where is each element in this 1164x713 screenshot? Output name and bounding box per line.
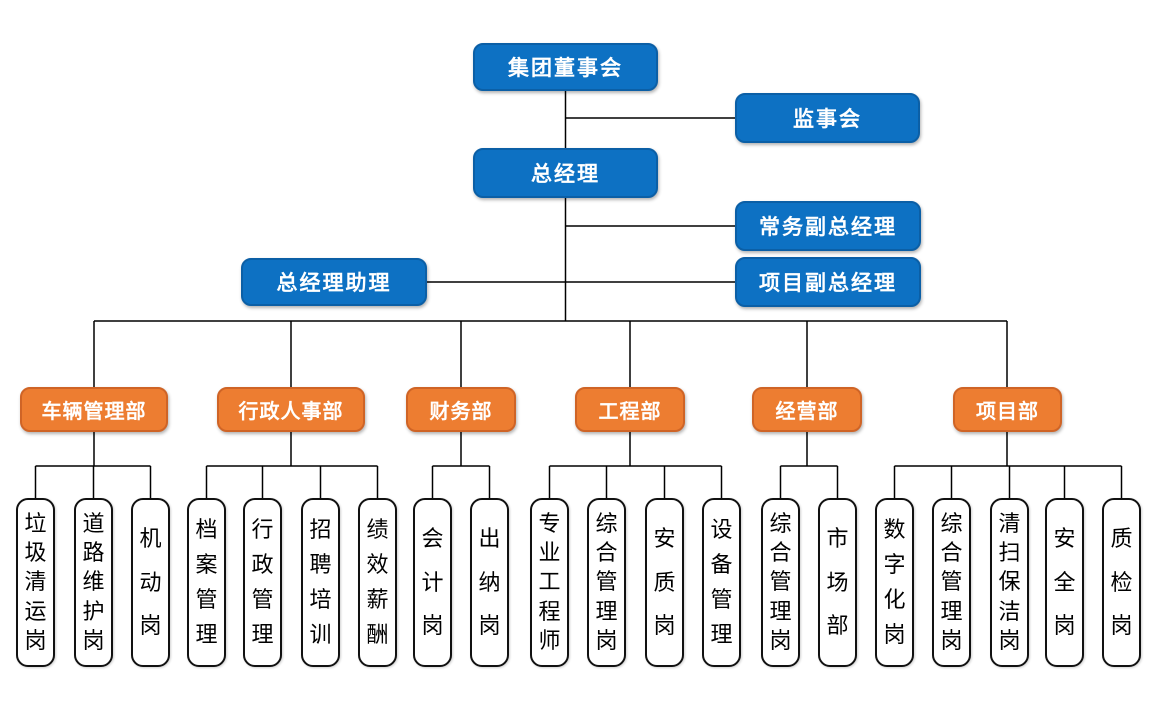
node-dept-engineering-label: 工程部 [598, 401, 662, 423]
node-position-road-maintenance: 道路维护岗 [74, 498, 113, 667]
node-position-road-maintenance-label: 道路维护岗 [82, 511, 105, 653]
node-position-equipment-management-label: 设备管理 [710, 517, 733, 647]
node-dept-vehicle-management-label: 车辆管理部 [41, 401, 147, 423]
node-position-safety-quality: 安质岗 [645, 498, 684, 667]
node-position-archives-label: 档案管理 [195, 517, 218, 647]
node-position-admin-label: 行政管理 [251, 517, 274, 647]
node-position-safety-label: 安全岗 [1053, 525, 1076, 639]
node-position-eng-general-management-label: 综合管理岗 [595, 511, 618, 653]
node-position-cashier-label: 出纳岗 [478, 525, 501, 639]
node-position-accounting-label: 会计岗 [421, 525, 444, 639]
node-position-recruit-training: 招聘培训 [301, 498, 340, 667]
node-position-ops-general-management: 综合管理岗 [761, 498, 800, 667]
node-position-equipment-management: 设备管理 [702, 498, 741, 667]
node-supervisory: 监事会 [735, 93, 920, 143]
node-position-recruit-training-label: 招聘培训 [309, 517, 332, 647]
node-dept-engineering: 工程部 [575, 387, 685, 432]
node-position-proj-general-management: 综合管理岗 [932, 498, 971, 667]
node-position-cleaning: 清扫保洁岗 [990, 498, 1029, 667]
node-dept-project-label: 项目部 [976, 401, 1039, 423]
node-dept-operations-label: 经营部 [775, 401, 839, 423]
node-position-garbage-collection-label: 垃圾清运岗 [24, 511, 47, 653]
node-dept-vehicle-management: 车辆管理部 [20, 387, 168, 432]
node-dept-operations: 经营部 [752, 387, 862, 432]
node-position-proj-general-management-label: 综合管理岗 [940, 511, 963, 653]
node-dept-project: 项目部 [953, 387, 1062, 432]
node-position-professional-engineer: 专业工程师 [530, 498, 569, 667]
node-position-archives: 档案管理 [187, 498, 226, 667]
node-position-quality-inspection: 质检岗 [1102, 498, 1141, 667]
node-dept-finance: 财务部 [406, 387, 516, 432]
node-position-safety-quality-label: 安质岗 [653, 525, 676, 639]
node-position-professional-engineer-label: 专业工程师 [538, 511, 561, 653]
node-position-digitalization: 数字化岗 [875, 498, 914, 667]
node-board-label: 集团董事会 [508, 57, 623, 80]
node-exec-deputy-gm-label: 常务副总经理 [759, 216, 897, 239]
node-position-eng-general-management: 综合管理岗 [587, 498, 626, 667]
node-gm-assistant-label: 总经理助理 [276, 272, 392, 295]
node-position-cashier: 出纳岗 [470, 498, 509, 667]
node-board: 集团董事会 [473, 43, 658, 91]
node-general-manager: 总经理 [473, 148, 658, 198]
node-dept-admin-hr-label: 行政人事部 [238, 401, 344, 423]
node-dept-finance-label: 财务部 [429, 401, 493, 423]
node-position-market-label: 市场部 [826, 525, 849, 639]
node-general-manager-label: 总经理 [531, 163, 600, 186]
node-position-accounting: 会计岗 [413, 498, 452, 667]
node-position-mobile: 机动岗 [131, 498, 170, 667]
node-position-market: 市场部 [818, 498, 857, 667]
node-position-performance-pay-label: 绩效薪酬 [366, 517, 389, 647]
node-position-garbage-collection: 垃圾清运岗 [16, 498, 55, 667]
node-position-cleaning-label: 清扫保洁岗 [998, 511, 1021, 653]
node-position-quality-inspection-label: 质检岗 [1110, 525, 1133, 639]
node-position-mobile-label: 机动岗 [139, 525, 162, 639]
node-position-admin: 行政管理 [243, 498, 282, 667]
node-position-ops-general-management-label: 综合管理岗 [769, 511, 792, 653]
node-position-digitalization-label: 数字化岗 [883, 517, 906, 647]
node-position-safety: 安全岗 [1045, 498, 1084, 667]
node-supervisory-label: 监事会 [793, 108, 862, 131]
node-gm-assistant: 总经理助理 [241, 258, 427, 306]
node-position-performance-pay: 绩效薪酬 [358, 498, 397, 667]
node-exec-deputy-gm: 常务副总经理 [735, 201, 921, 251]
node-project-deputy-gm-label: 项目副总经理 [759, 272, 897, 295]
node-dept-admin-hr: 行政人事部 [217, 387, 365, 432]
node-project-deputy-gm: 项目副总经理 [735, 257, 921, 307]
